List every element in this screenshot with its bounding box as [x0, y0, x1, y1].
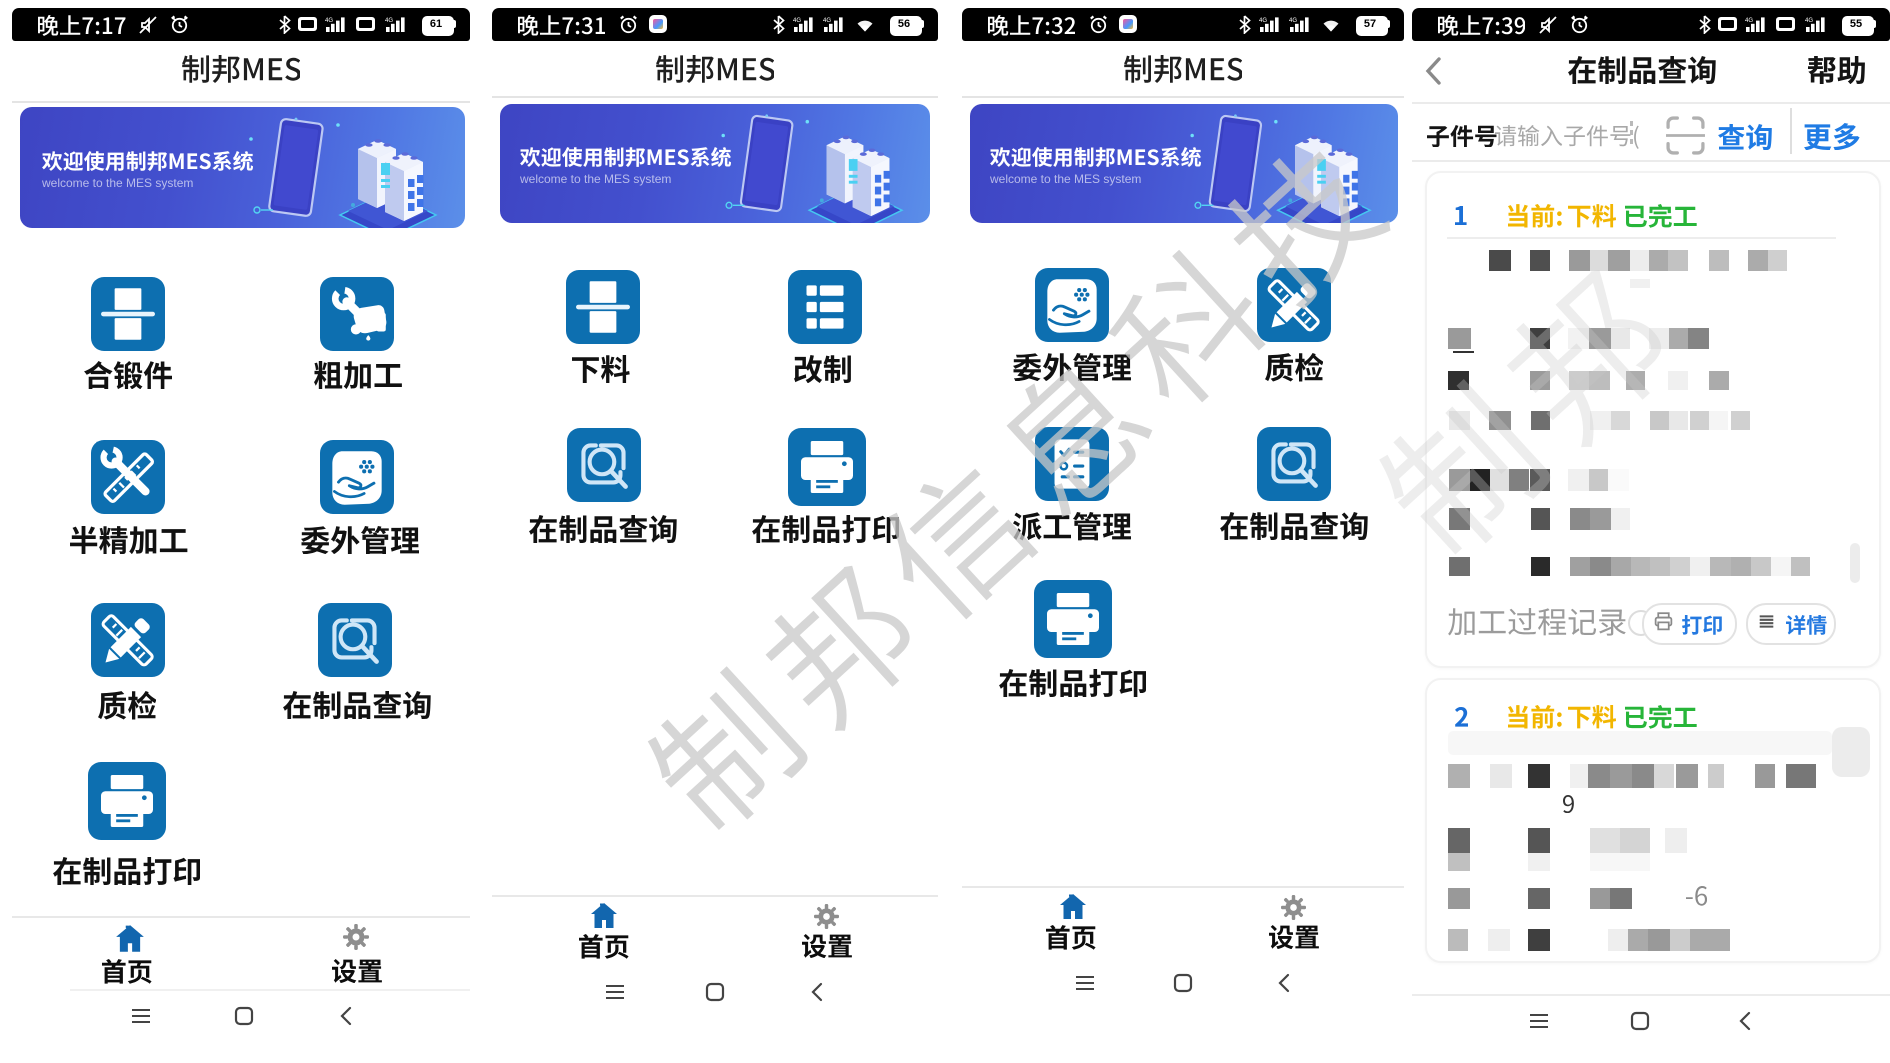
svg-text:4G: 4G: [325, 18, 333, 24]
svg-text:4G: 4G: [1289, 18, 1297, 24]
svg-text:4G: 4G: [385, 18, 393, 24]
svg-text:4G: 4G: [1259, 18, 1267, 24]
svg-text:4G: 4G: [1745, 18, 1753, 24]
svg-text:4G: 4G: [823, 18, 831, 24]
svg-text:4G: 4G: [793, 18, 801, 24]
svg-text:4G: 4G: [1805, 18, 1813, 24]
